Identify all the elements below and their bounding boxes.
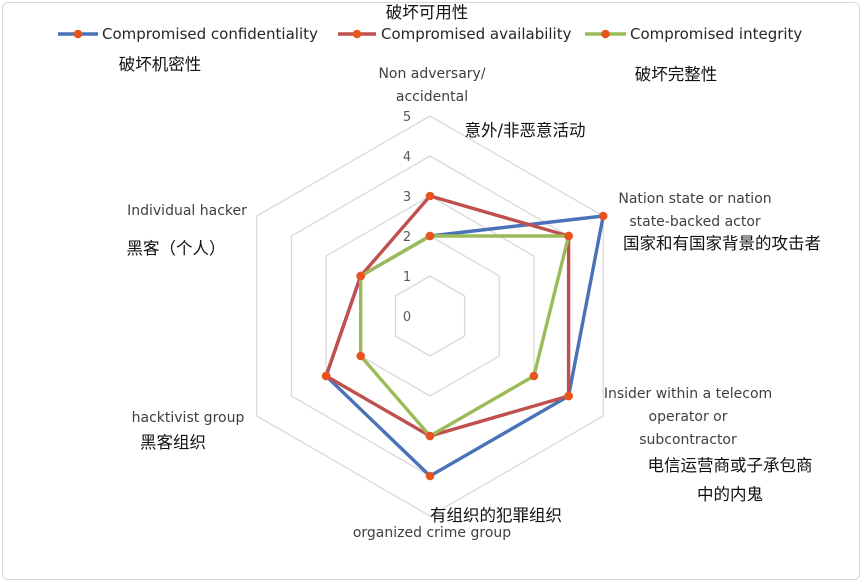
series-2-point-1 (425, 191, 435, 201)
series-3-point-2 (564, 231, 573, 241)
legend-label-zh: 破坏可用性 (386, 3, 469, 22)
tick-label-5: 5 (403, 110, 411, 125)
category-label-en: organized crime group (353, 525, 511, 541)
category-label-en: operator or (649, 409, 728, 425)
radar-tick-labels: 0 1 2 3 4 5 (403, 110, 411, 325)
category-label-en: hacktivist group (132, 410, 245, 426)
legend-swatch-marker (73, 29, 83, 39)
category-label-3: Insider within a telecom operator or subco… (604, 386, 813, 504)
category-label-1: Non adversary/accidental 意外/非恶意活动 (378, 66, 585, 140)
legend-swatch-marker (352, 29, 362, 39)
legend-label: Compromised availability (381, 25, 572, 43)
category-label-2: Nation state or nation state-backed actor… (618, 191, 821, 253)
tick-label-4: 4 (403, 150, 411, 165)
series-3-point-4 (425, 431, 435, 441)
category-label-6: Individual hacker 黑客（个人） (127, 203, 248, 258)
tick-label-3: 3 (403, 190, 411, 205)
series-1-point-4 (425, 471, 435, 481)
category-label-zh: 意外/非恶意活动 (464, 121, 585, 140)
legend-label-zh: 破坏机密性 (119, 55, 202, 74)
tick-label-1: 1 (403, 270, 411, 285)
legend-swatch-marker (601, 29, 610, 39)
series-2-point-3 (564, 391, 573, 401)
grid-ring-5 (256, 115, 604, 517)
series-3 (356, 231, 573, 441)
category-label-en: subcontractor (639, 432, 737, 448)
grid-ring-2 (360, 235, 500, 397)
series-3-point-6 (356, 271, 366, 281)
radar-grid (256, 115, 604, 517)
category-label-en: Insider within a telecom (604, 386, 772, 402)
radar-series-layer (321, 191, 608, 481)
category-label-zh: 有组织的犯罪组织 (430, 506, 562, 525)
legend: Compromised confidentiality破坏机密性Compromi… (58, 3, 802, 84)
tick-label-0: 0 (403, 310, 411, 325)
category-label-zh: 黑客组织 (140, 433, 206, 452)
legend-label: Compromised integrity (630, 25, 802, 43)
legend-item-2: Compromised availability 破坏可用性 (338, 3, 572, 43)
grid-ring-4 (290, 155, 570, 477)
tick-label-2: 2 (403, 230, 411, 245)
series-2-point-5 (321, 371, 331, 381)
series-line-2 (324, 194, 571, 438)
grid-ring-1 (394, 275, 466, 357)
category-label-5: hacktivist group 黑客组织 (132, 410, 245, 452)
category-label-en: accidental (396, 89, 468, 105)
series-3-point-3 (529, 371, 539, 381)
series-line-1 (324, 214, 606, 479)
category-label-en: state-backed actor (629, 214, 761, 230)
category-label-en: Nation state or nation (618, 191, 771, 207)
legend-item-3: Compromised integrity 破坏完整性 (585, 25, 802, 84)
legend-item-1: Compromised confidentiality 破坏机密性 (58, 25, 318, 74)
category-labels: Non adversary/accidental 意外/非恶意活动 Nation s… (127, 66, 822, 541)
legend-label: Compromised confidentiality (102, 25, 318, 43)
series-1-point-2 (598, 211, 608, 221)
legend-label-zh: 破坏完整性 (635, 65, 718, 84)
category-label-zh: 中的内鬼 (697, 485, 763, 504)
category-label-zh: 黑客（个人） (127, 239, 226, 258)
series-3-point-1 (425, 231, 435, 241)
category-label-zh: 电信运营商或子承包商 (648, 456, 813, 475)
series-3-point-5 (356, 351, 366, 361)
category-label-zh: 国家和有国家背景的攻击者 (623, 234, 821, 253)
category-label-en: Non adversary/ (378, 66, 485, 82)
category-label-en: Individual hacker (127, 203, 247, 219)
